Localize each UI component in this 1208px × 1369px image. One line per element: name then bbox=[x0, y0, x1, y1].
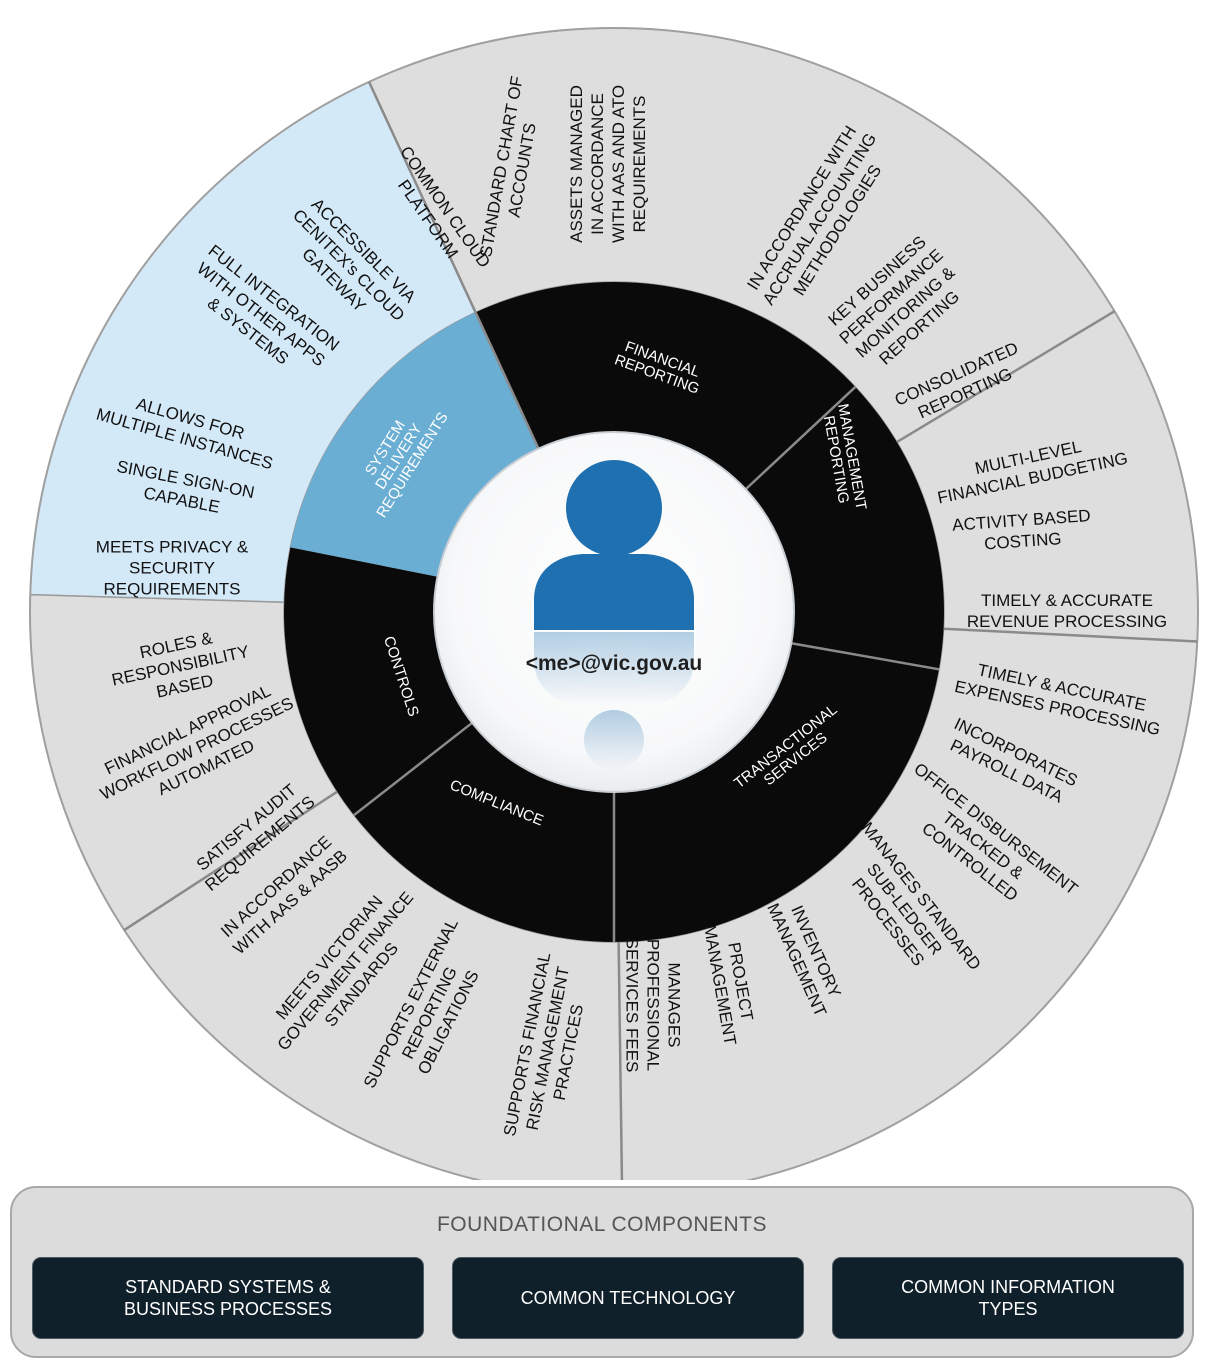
label-line: WITH AAS AND ATO bbox=[609, 85, 628, 243]
inner-segment-financial-reporting bbox=[475, 282, 856, 490]
segment-divider bbox=[367, 81, 477, 313]
standard-systems-box: STANDARD SYSTEMS & BUSINESS PROCESSES bbox=[32, 1257, 424, 1339]
outer-item-system-delivery: MEETS PRIVACY & SECURITY REQUIREMENTS bbox=[96, 537, 249, 598]
outer-rim bbox=[29, 27, 1199, 1180]
box-line: BUSINESS PROCESSES bbox=[123, 1299, 333, 1319]
inner-segment-controls bbox=[284, 547, 473, 816]
inner-segment-compliance bbox=[353, 722, 614, 942]
inner-segment-management-reporting bbox=[745, 386, 944, 670]
segment-divider bbox=[791, 642, 940, 671]
segment-divider bbox=[617, 941, 624, 1180]
segment-divider bbox=[474, 311, 540, 450]
segment-divider bbox=[896, 310, 1116, 444]
box-line: COMMON INFORMATION bbox=[901, 1277, 1115, 1297]
label-line: SECURITY bbox=[129, 558, 215, 577]
segment-divider bbox=[943, 627, 1198, 643]
inner-segment-system-delivery bbox=[290, 312, 539, 577]
label-line: MANAGES bbox=[665, 962, 684, 1047]
foundational-components-panel: FOUNDATIONAL COMPONENTS STANDARD SYSTEMS… bbox=[10, 1186, 1194, 1358]
label-line: PROFESSIONAL bbox=[644, 939, 663, 1071]
label-line: IN ACCORDANCE bbox=[588, 93, 607, 235]
person-icon bbox=[534, 460, 694, 770]
label-line: SERVICES FEES bbox=[623, 938, 642, 1073]
segment-divider bbox=[744, 386, 857, 491]
box-line: COMMON TECHNOLOGY bbox=[520, 1288, 736, 1308]
box-line: STANDARD SYSTEMS & bbox=[125, 1277, 331, 1297]
inner-segment-transactional-services bbox=[614, 643, 939, 943]
label-line: TIMELY & ACCURATE bbox=[981, 591, 1153, 610]
foundation-title: FOUNDATIONAL COMPONENTS bbox=[436, 1213, 768, 1236]
common-technology-box: COMMON TECHNOLOGY bbox=[452, 1257, 804, 1339]
label-line: REQUIREMENTS bbox=[630, 96, 649, 233]
label-line: ASSETS MANAGED bbox=[567, 85, 586, 243]
common-information-types-box: COMMON INFORMATION TYPES bbox=[832, 1257, 1184, 1339]
label-line: REVENUE PROCESSING bbox=[967, 612, 1167, 631]
user-email: <me>@vic.gov.au bbox=[526, 652, 703, 675]
segment-divider bbox=[123, 790, 338, 932]
capability-wheel: SYSTEMDELIVERYREQUIREMENTSFINANCIALREPOR… bbox=[29, 27, 1199, 1180]
box-line: TYPES bbox=[978, 1299, 1038, 1319]
segment-divider bbox=[353, 721, 473, 817]
outer-item-transactional-services: TIMELY & ACCURATE REVENUE PROCESSING bbox=[967, 591, 1167, 631]
label-line: MEETS PRIVACY & bbox=[96, 537, 249, 556]
label-line: REQUIREMENTS bbox=[104, 579, 241, 598]
